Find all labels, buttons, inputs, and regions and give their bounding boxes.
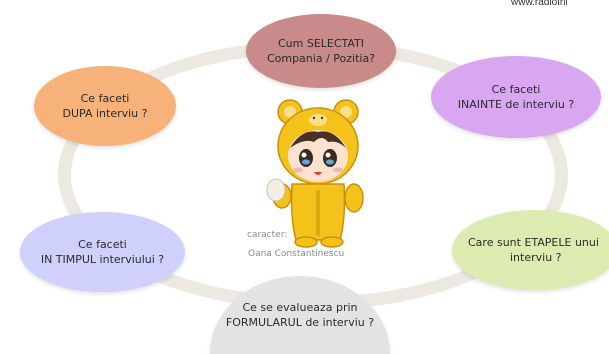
node-formularul-line2: FORMULARUL de interviu ? <box>225 316 375 329</box>
node-timpul-line1: Ce faceti <box>78 238 127 251</box>
node-inainte: Ce faceti INAINTE de interviu ? <box>431 56 601 138</box>
node-selectati-line2: Compania / Pozitia? <box>266 52 376 65</box>
node-selectati: Cum SELECTATI Compania / Pozitia? <box>246 14 396 88</box>
node-inainte-line1: Ce faceti <box>491 83 541 96</box>
node-etapele: Care sunt ETAPELE unui interviu ? <box>452 210 609 290</box>
node-dupa-line1: Ce faceti <box>80 92 130 105</box>
character-author: Oana Constantinescu <box>248 249 345 259</box>
node-selectati-line1: Cum SELECTATI <box>277 37 365 50</box>
node-etapele-line2: interviu ? <box>510 251 562 264</box>
node-etapele-line1: Care sunt ETAPELE unui <box>468 236 599 249</box>
bear-costume-character-icon <box>262 98 374 248</box>
site-watermark: www.radiofrii <box>511 0 568 8</box>
node-formularul-line1: Ce se evalueaza prin <box>242 301 358 314</box>
node-dupa-line2: DUPA interviu ? <box>62 107 148 120</box>
character-caption-label: caracter: <box>247 230 288 240</box>
node-timpul-line2: IN TIMPUL interviului ? <box>40 253 165 266</box>
node-dupa: Ce faceti DUPA interviu ? <box>34 66 176 146</box>
node-inainte-line2: INAINTE de interviu ? <box>457 98 575 111</box>
node-timpul: Ce faceti IN TIMPUL interviului ? <box>20 212 185 292</box>
